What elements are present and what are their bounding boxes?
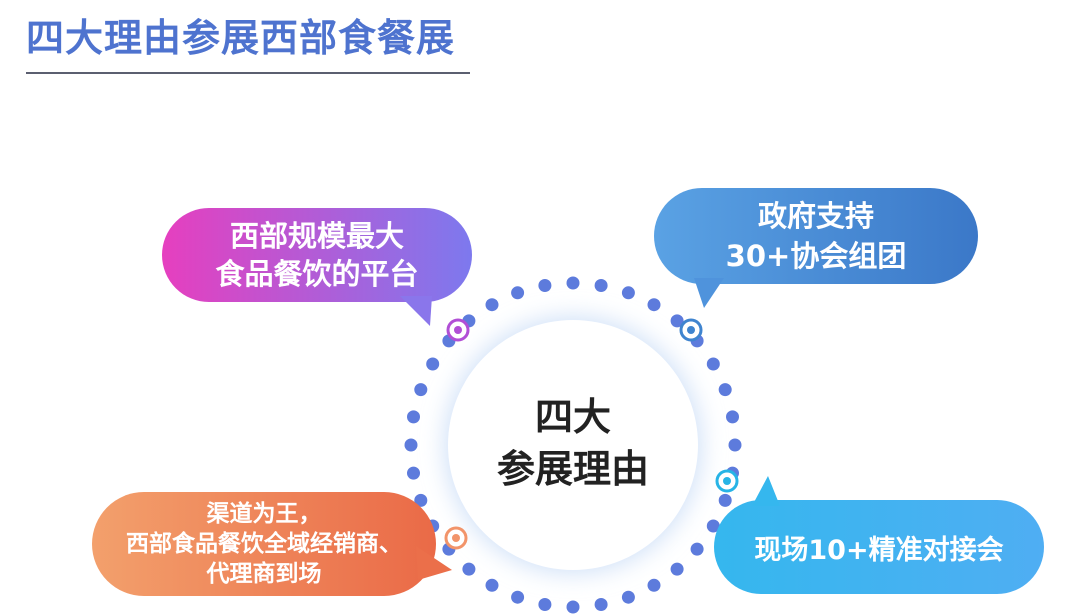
- ring-dot: [621, 286, 635, 300]
- bubble-3-line-1: 渠道为王，: [206, 501, 322, 527]
- ring-dot: [485, 578, 499, 592]
- ring-dot: [414, 493, 428, 507]
- center-label-line-1: 四大: [534, 395, 611, 439]
- ring-dot: [426, 357, 440, 371]
- ring-dot: [566, 276, 580, 290]
- connector-dot-2: [687, 326, 695, 334]
- ring-dot: [718, 383, 732, 397]
- center-label-line-2: 参展理由: [496, 447, 649, 491]
- bubble-4-line-1: 现场10+精准对接会: [754, 534, 1004, 566]
- title-underline: [26, 72, 470, 74]
- ring-dot: [485, 298, 499, 312]
- connector-dot-3: [452, 534, 460, 542]
- ring-dot: [670, 562, 684, 576]
- bubble-1-line-2: 食品餐饮的平台: [215, 257, 419, 291]
- reason-bubble-government-support: 政府支持 30+协会组团: [654, 188, 978, 284]
- bubble-2-line-2: 30+协会组团: [725, 239, 907, 273]
- ring-dot: [566, 600, 580, 614]
- bubble-2-line-1: 政府支持: [757, 199, 874, 233]
- page-title: 四大理由参展西部食餐展: [26, 16, 456, 60]
- ring-dot: [404, 438, 418, 452]
- ring-dot: [538, 598, 552, 611]
- bubble-3-shape: [92, 492, 452, 596]
- ring-dot: [538, 279, 552, 292]
- bubble-3-line-2: 西部食品餐饮全域经销商、: [126, 531, 402, 557]
- ring-dot: [728, 438, 742, 452]
- ring-dot: [407, 410, 420, 424]
- center-label: 四大 参展理由: [448, 318, 698, 568]
- ring-dot: [511, 286, 525, 300]
- connector-rings: [444, 318, 739, 550]
- ring-dot: [647, 298, 661, 312]
- bubble-4-shape: [714, 476, 1044, 594]
- bubble-2-shape: [654, 188, 978, 308]
- connector-dot-1: [454, 326, 462, 334]
- bubble-3-line-3: 代理商到场: [206, 561, 322, 587]
- ring-dot: [621, 590, 635, 604]
- ring-dot: [647, 578, 661, 592]
- bubble-1-shape: [162, 208, 472, 326]
- ring-dot: [670, 314, 684, 328]
- ring-dot: [462, 562, 476, 576]
- ring-dot: [414, 383, 428, 397]
- ring-dot: [690, 542, 704, 556]
- ring-dot: [706, 357, 720, 371]
- ring-dot: [511, 590, 525, 604]
- ring-dot: [706, 519, 720, 533]
- ring-dot: [594, 279, 608, 292]
- ring-dot: [594, 598, 608, 611]
- bubble-1-line-1: 西部规模最大: [229, 219, 404, 253]
- connector-dot-4: [723, 477, 731, 485]
- reason-bubble-matchmaking-sessions: 现场10+精准对接会: [714, 500, 1044, 594]
- ring-dot: [407, 466, 420, 480]
- center-circle: [448, 320, 698, 570]
- ring-dot: [718, 493, 732, 507]
- reason-bubble-largest-platform: 西部规模最大 食品餐饮的平台: [162, 208, 472, 302]
- ring-dot: [726, 410, 739, 424]
- reason-bubble-channel-dealers: 渠道为王， 西部食品餐饮全域经销商、 代理商到场: [92, 492, 436, 596]
